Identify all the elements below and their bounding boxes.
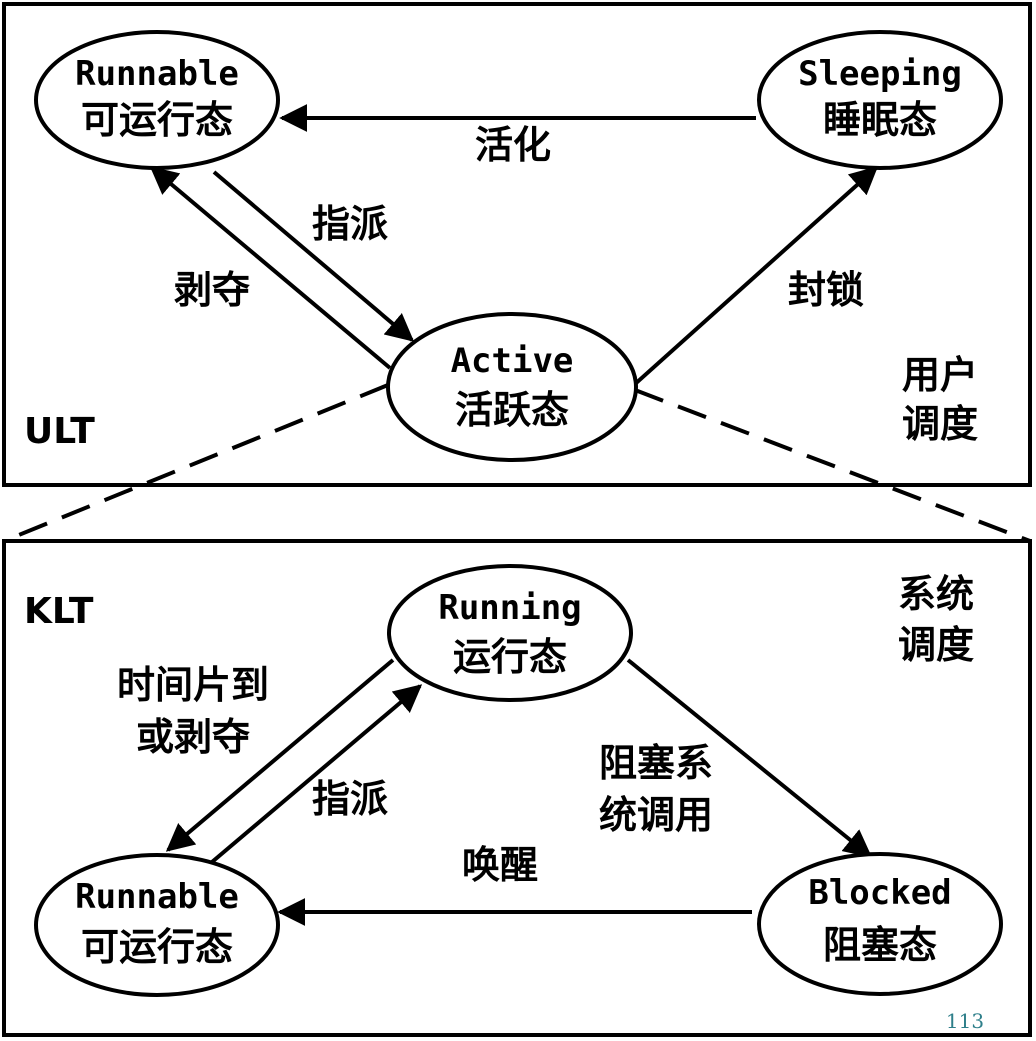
- label-activate: 活化: [475, 123, 551, 167]
- state-label-en: Runnable: [75, 54, 239, 94]
- label-timeslice-line2: 或剥夺: [136, 715, 250, 759]
- ult-scheduler-line2: 调度: [902, 402, 978, 446]
- label-dispatch-ult: 指派: [312, 202, 388, 246]
- state-label-en: Runnable: [75, 877, 239, 917]
- zoom-line-left: [3, 383, 389, 543]
- state-label-en: Blocked: [808, 873, 951, 913]
- state-label-en: Active: [451, 341, 574, 381]
- state-label-zh: 睡眠态: [823, 98, 937, 142]
- label-block-call-line1: 阻塞系: [599, 741, 713, 785]
- zoom-line-right: [634, 388, 1031, 543]
- page-number: 113: [946, 1009, 984, 1033]
- state-running: Running 运行态: [387, 564, 633, 702]
- state-label-zh: 运行态: [453, 635, 567, 679]
- state-label-en: Running: [438, 588, 581, 628]
- label-timeslice-line1: 时间片到: [117, 663, 269, 707]
- state-label-zh: 可运行态: [81, 925, 233, 969]
- arrow-block-call: [626, 658, 873, 858]
- state-label-zh: 阻塞态: [823, 923, 937, 967]
- ult-panel: [2, 2, 1032, 487]
- label-block-call-line2: 统调用: [599, 793, 713, 837]
- state-blocked: Blocked 阻塞态: [757, 852, 1003, 996]
- klt-panel: [2, 539, 1032, 1037]
- arrow-dispatch-ult: [212, 170, 415, 342]
- state-label-en: Sleeping: [798, 54, 962, 94]
- label-dispatch-klt: 指派: [312, 777, 388, 821]
- ult-scheduler-line1: 用户: [902, 353, 978, 397]
- state-runnable-klt: Runnable 可运行态: [34, 853, 280, 997]
- klt-tag: KLT: [24, 591, 94, 632]
- label-preempt-ult: 剥夺: [174, 268, 250, 312]
- arrow-timeslice: [165, 658, 395, 852]
- arrow-dispatch-klt: [210, 684, 423, 864]
- klt-scheduler-line2: 调度: [898, 623, 974, 667]
- arrow-preempt-ult: [149, 166, 392, 370]
- ult-tag: ULT: [24, 411, 95, 452]
- arrow-block-ult: [633, 166, 879, 386]
- klt-scheduler-line1: 系统: [898, 572, 974, 616]
- state-label-zh: 可运行态: [81, 98, 233, 142]
- state-label-zh: 活跃态: [455, 388, 569, 432]
- state-active: Active 活跃态: [386, 312, 638, 462]
- label-wakeup: 唤醒: [462, 843, 538, 887]
- state-runnable-ult: Runnable 可运行态: [34, 30, 280, 170]
- label-block-ult: 封锁: [788, 268, 864, 312]
- state-sleeping: Sleeping 睡眠态: [757, 30, 1003, 170]
